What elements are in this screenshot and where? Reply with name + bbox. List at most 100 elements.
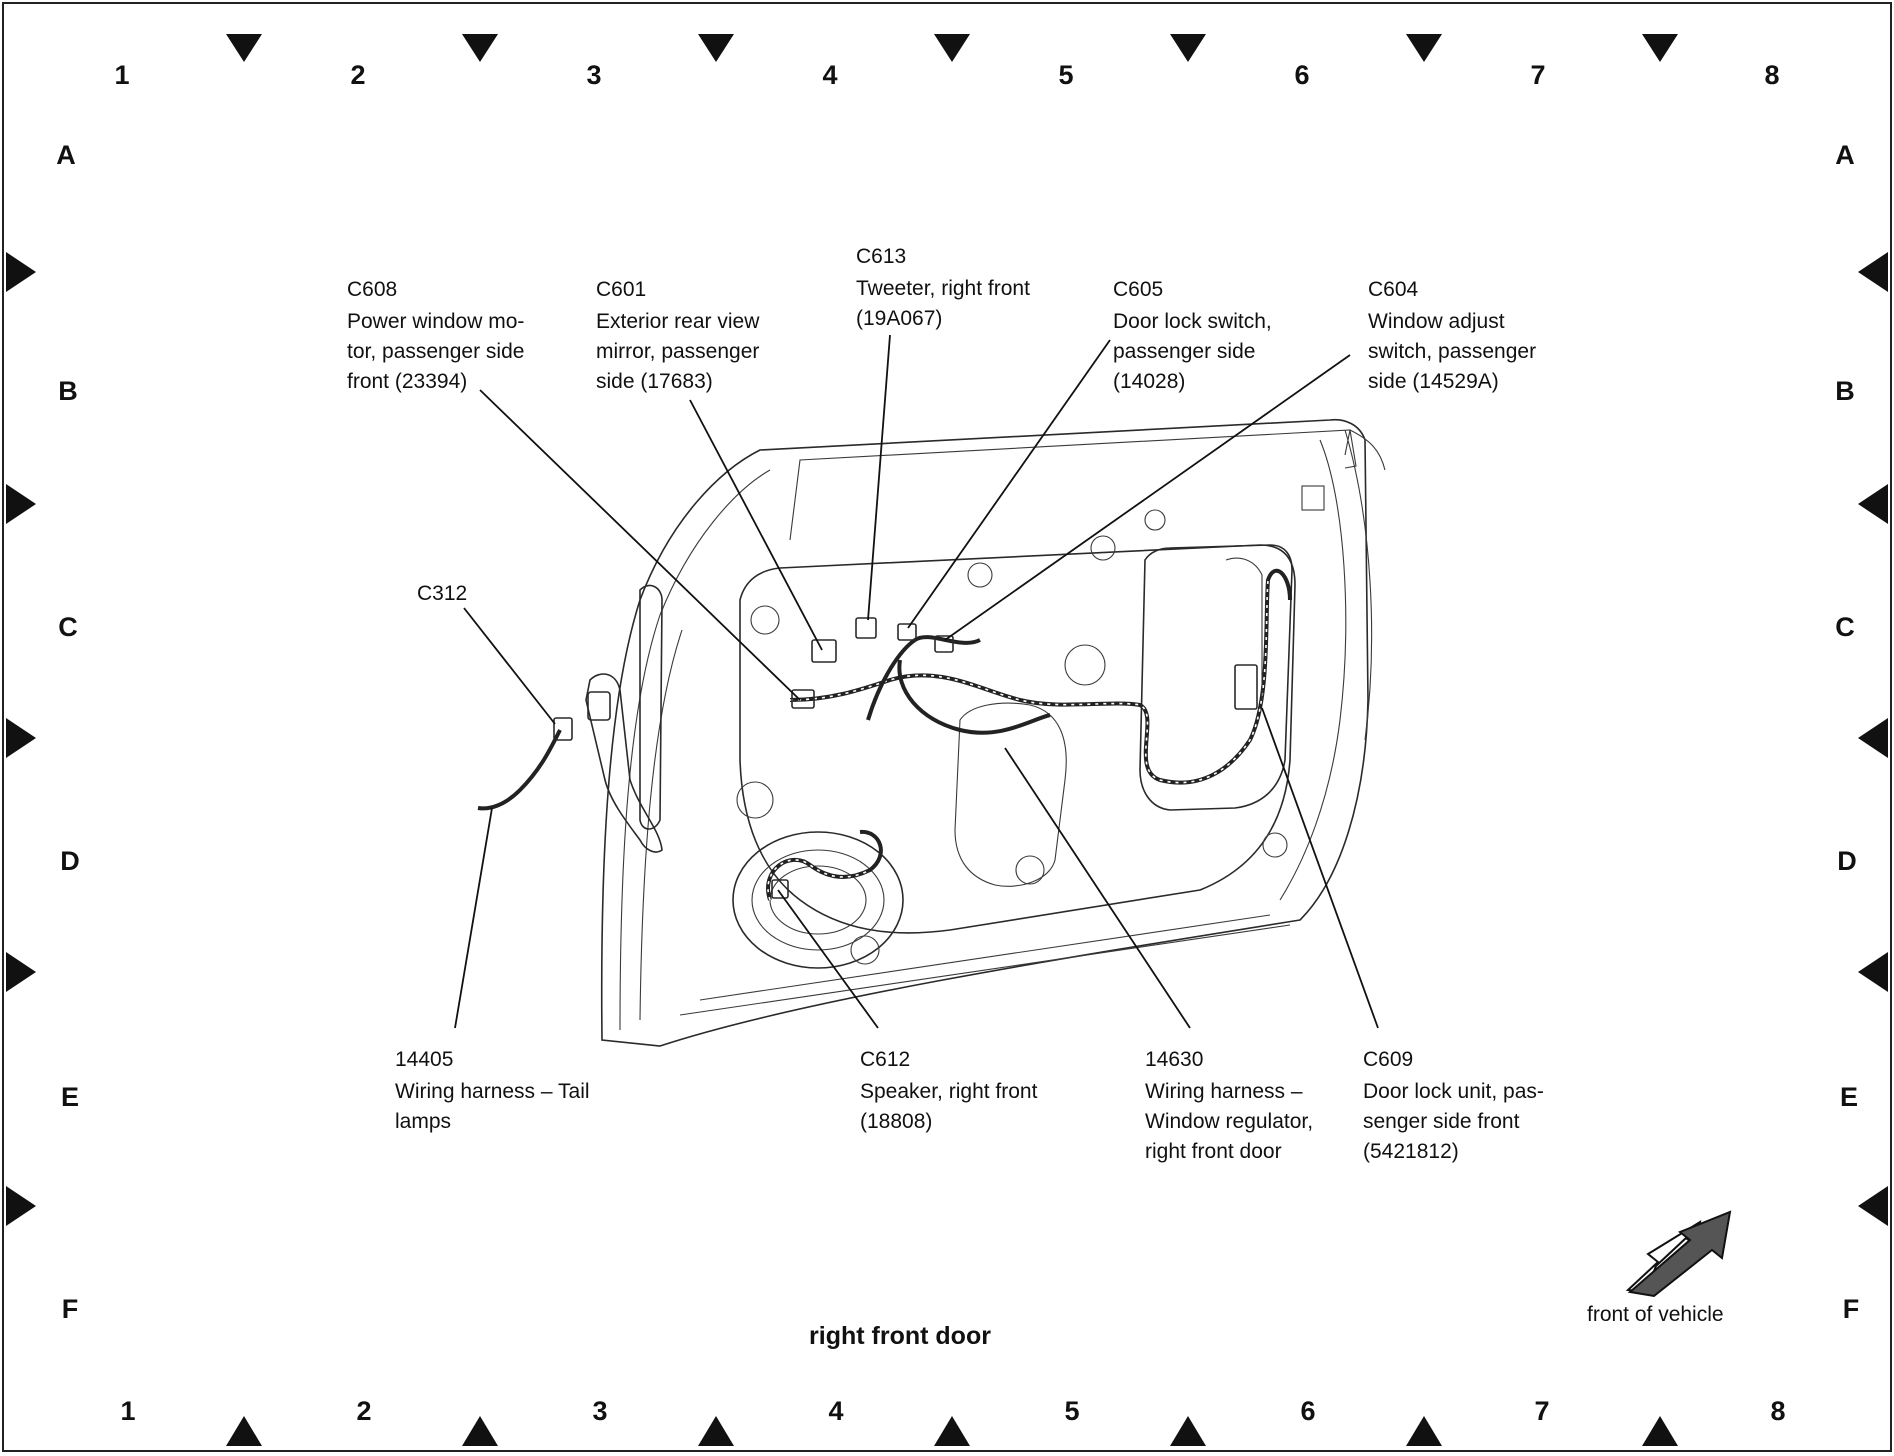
row-label-left-f: F xyxy=(62,1294,79,1324)
callout-c604-id: C604 xyxy=(1368,278,1419,301)
row-label-left-b: B xyxy=(58,376,78,406)
c612-connector xyxy=(771,879,789,899)
leader-c605 xyxy=(907,339,1111,629)
row-label-right-f: F xyxy=(1843,1294,1860,1324)
callout-14630-line: Window regulator, xyxy=(1145,1110,1313,1133)
callout-c609-line: senger side front xyxy=(1363,1110,1520,1133)
callout-c601-line: Exterior rear view xyxy=(596,310,760,333)
c604-connector xyxy=(934,635,954,653)
col-label-top-4: 4 xyxy=(822,60,837,90)
c613-connector xyxy=(855,617,877,639)
callout-c608: C608 Power window mo- tor, passenger sid… xyxy=(347,278,530,393)
c608-connector xyxy=(791,689,815,709)
callout-c601-id: C601 xyxy=(596,278,646,301)
callout-14405-id: 14405 xyxy=(395,1048,453,1071)
col-label-top-2: 2 xyxy=(350,60,365,90)
callout-14630-line: Wiring harness – xyxy=(1145,1080,1303,1103)
leader-c601 xyxy=(689,399,823,651)
row-label-left-a: A xyxy=(56,140,76,170)
leader-c612 xyxy=(777,889,879,1029)
callout-c612-id: C612 xyxy=(860,1048,910,1071)
callout-c604-line: switch, passenger xyxy=(1368,340,1536,363)
leader-14630 xyxy=(1004,747,1191,1029)
col-label-top-7: 7 xyxy=(1530,60,1545,90)
callout-14630-line: right front door xyxy=(1145,1140,1282,1163)
grid-marker-top xyxy=(1642,34,1678,62)
row-label-right-c: C xyxy=(1835,612,1855,642)
panel-hole xyxy=(1090,535,1116,561)
col-label-top-5: 5 xyxy=(1058,60,1073,90)
callout-c613-id: C613 xyxy=(856,245,906,268)
callout-c608-id: C608 xyxy=(347,278,397,301)
panel-hole xyxy=(1064,644,1106,686)
panel-hole xyxy=(736,781,774,819)
callout-c609: C609 Door lock unit, pas- senger side fr… xyxy=(1363,1048,1550,1163)
c609-connector xyxy=(1234,664,1258,710)
front-of-vehicle-label: front of vehicle xyxy=(1587,1303,1724,1326)
callout-c605-line: (14028) xyxy=(1113,370,1185,393)
col-label-bottom-5: 5 xyxy=(1064,1396,1079,1426)
grid-marker-bottom xyxy=(462,1416,498,1446)
grid-marker-top xyxy=(226,34,262,62)
callout-c609-id: C609 xyxy=(1363,1048,1413,1071)
callout-14405-line: Wiring harness – Tail xyxy=(395,1080,590,1103)
c601-connector xyxy=(811,639,837,663)
grid-markers xyxy=(6,34,1888,1446)
grid-marker-top xyxy=(698,34,734,62)
panel-hole xyxy=(750,605,780,635)
grid-marker-bottom xyxy=(698,1416,734,1446)
callout-c604-line: side (14529A) xyxy=(1368,370,1499,393)
leader-c608 xyxy=(479,389,801,701)
leader-c613 xyxy=(867,334,891,621)
grid-marker-bottom xyxy=(1170,1416,1206,1446)
col-label-top-3: 3 xyxy=(586,60,601,90)
callout-c601-line: mirror, passenger xyxy=(596,340,759,363)
row-label-right-a: A xyxy=(1835,140,1855,170)
front-of-vehicle-arrow-icon xyxy=(1625,1210,1732,1298)
callout-c608-line: Power window mo- xyxy=(347,310,524,333)
callout-14630-id: 14630 xyxy=(1145,1048,1203,1071)
callout-c601: C601 Exterior rear view mirror, passenge… xyxy=(596,278,765,393)
callout-c613-line: (19A067) xyxy=(856,307,942,330)
grid-marker-top xyxy=(462,34,498,62)
leader-c604 xyxy=(944,354,1351,641)
c605-connector xyxy=(897,623,917,641)
grid-marker-top xyxy=(934,34,970,62)
leader-c312 xyxy=(463,607,556,725)
callout-c608-line: tor, passenger side xyxy=(347,340,524,363)
callout-c605-line: Door lock switch, xyxy=(1113,310,1272,333)
callout-c609-line: Door lock unit, pas- xyxy=(1363,1080,1544,1103)
leader-lines xyxy=(454,334,1379,1029)
callout-c605-id: C605 xyxy=(1113,278,1163,301)
row-label-left-e: E xyxy=(61,1082,79,1112)
grid-marker-right xyxy=(1858,484,1888,524)
leader-14405 xyxy=(454,807,493,1029)
grid-marker-right xyxy=(1858,1186,1888,1226)
callout-c601-line: side (17683) xyxy=(596,370,713,393)
panel-hole xyxy=(850,935,880,965)
callout-c613: C613 Tweeter, right front (19A067) xyxy=(856,245,1036,330)
callout-c608-line: front (23394) xyxy=(347,370,467,393)
row-label-left-c: C xyxy=(58,612,78,642)
callout-c605-line: passenger side xyxy=(1113,340,1255,363)
panel-hole xyxy=(1144,509,1166,531)
callout-c604-line: Window adjust xyxy=(1368,310,1505,333)
callout-c613-line: Tweeter, right front xyxy=(856,277,1030,300)
col-label-top-1: 1 xyxy=(114,60,129,90)
grid-marker-bottom xyxy=(226,1416,262,1446)
left-row-labels: A B C D E F xyxy=(56,140,80,1324)
col-label-bottom-4: 4 xyxy=(828,1396,843,1426)
grid-marker-bottom xyxy=(934,1416,970,1446)
door-illustration xyxy=(477,418,1386,1047)
callout-c612-line: (18808) xyxy=(860,1110,932,1133)
callout-14630: 14630 Wiring harness – Window regulator,… xyxy=(1145,1048,1319,1163)
col-label-bottom-3: 3 xyxy=(592,1396,607,1426)
grid-marker-left xyxy=(6,952,36,992)
top-column-labels: 1 2 3 4 5 6 7 8 xyxy=(114,60,1779,90)
callout-14405-line: lamps xyxy=(395,1110,451,1133)
leader-c609 xyxy=(1261,707,1379,1029)
grid-marker-bottom xyxy=(1642,1416,1678,1446)
right-row-labels: A B C D E F xyxy=(1835,140,1859,1324)
c312-connector xyxy=(553,717,573,741)
